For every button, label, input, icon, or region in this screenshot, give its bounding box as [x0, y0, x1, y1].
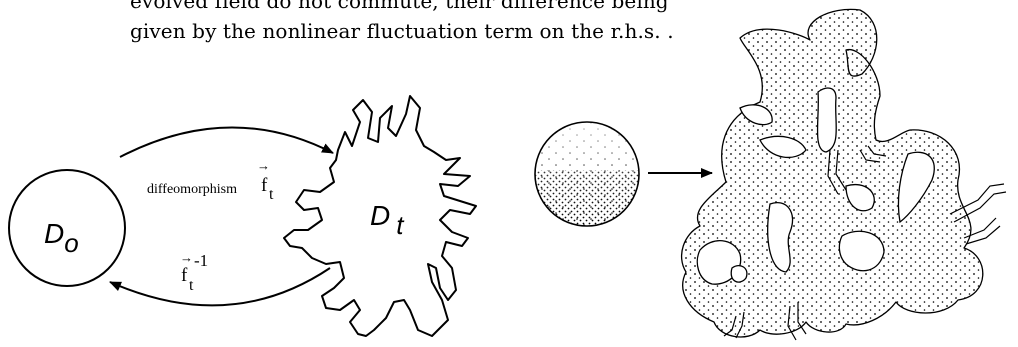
forward-map-vector-arrow: →: [257, 158, 270, 173]
initial-domain-subscript: o: [64, 228, 78, 258]
inverse-map-subscript: t: [189, 277, 194, 294]
inverse-map-superscript: -1: [194, 251, 208, 270]
forward-map-label: diffeomorphism: [147, 182, 237, 197]
dotted-initial-circle: [534, 121, 640, 227]
paragraph-line-2: given by the nonlinear fluctuation term …: [130, 19, 674, 43]
forward-map-subscript: t: [269, 186, 274, 203]
inverse-map-arrow: [109, 267, 331, 307]
evolved-domain-shape: [283, 95, 477, 337]
paragraph-line-1: evolved field do not commute, their diff…: [130, 0, 669, 13]
forward-map-arrow: [119, 126, 334, 158]
mixed-domain-shape: [681, 8, 1007, 341]
inverse-map-f: f: [181, 265, 188, 286]
inverse-map-vector-arrow: →: [180, 250, 193, 265]
evolved-domain-subscript: t: [396, 210, 405, 240]
forward-map-f: f: [261, 175, 268, 196]
initial-domain-label: Do: [44, 218, 79, 258]
initial-domain-circle: [8, 169, 126, 287]
